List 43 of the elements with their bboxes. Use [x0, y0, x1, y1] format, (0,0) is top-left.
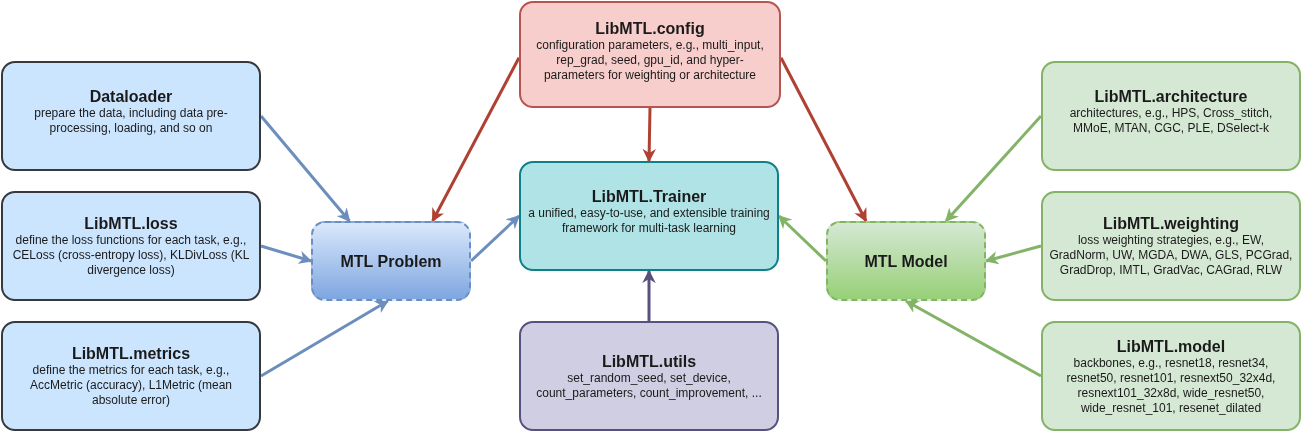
- arrow: [259, 115, 351, 223]
- card-box: [1, 191, 261, 301]
- node-description: prepare the data, including data pre-processing, loading, and so on: [33, 105, 229, 136]
- group-box: [311, 221, 471, 301]
- card-box: [1041, 191, 1301, 301]
- node-title: LibMTL.architecture: [1094, 86, 1248, 106]
- card-box: [1, 61, 261, 171]
- node-title: MTL Problem: [340, 251, 442, 271]
- arrow: [260, 244, 313, 264]
- arrow: [779, 57, 868, 223]
- arrow: [777, 214, 828, 263]
- card-box: [1041, 321, 1301, 431]
- node-description: architectures, e.g., HPS, Cross_stitch, MMoE, MTAN, CGC, PLE, DSelect-k: [1068, 105, 1274, 136]
- node-description: loss weighting strategies, e.g., EW, GradNorm, UW, MGDA, DWA, GLS, PCGrad, GradDrop, IMTL, GradVac, CAGrad, RLW: [1049, 233, 1293, 278]
- group-box: [826, 221, 986, 301]
- arrow: [469, 214, 521, 263]
- node-title: LibMTL.loss: [84, 214, 178, 233]
- node-description: define the loss functions for each task, e.g., CELoss (cross-entropy loss), KLDivLoss (KL divergence loss): [11, 233, 251, 278]
- node-title: LibMTL.utils: [601, 351, 697, 371]
- node-description: configuration parameters, e.g., multi_input, rep_grad, seed, gpu_id, and hyper-parameters for weighting or architecture: [535, 37, 765, 83]
- node-title: LibMTL.Trainer: [591, 186, 707, 206]
- arrow: [944, 115, 1043, 222]
- node-description: backbones, e.g., resnet18, resnet34, resnet50, resnet101, resnext50_32x4d, resnext101_32x8d, wide_resnet50, wide_resnet_101, resenet_dilated: [1065, 355, 1277, 416]
- arrow: [642, 107, 656, 163]
- node-description: set_random_seed, set_device, count_parameters, count_improvement, ...: [535, 370, 763, 401]
- node-title: LibMTL.weighting: [1103, 214, 1239, 233]
- node-description: define the metrics for each task, e.g., AccMetric (accuracy), L1Metric (mean absolute error): [28, 363, 233, 408]
- arrow: [984, 244, 1042, 265]
- arrow: [260, 299, 389, 378]
- node-title: MTL Model: [864, 251, 948, 271]
- node-title: LibMTL.metrics: [71, 344, 191, 363]
- node-description: a unified, easy-to-use, and extensible training framework for multi-task learning: [527, 205, 771, 236]
- card-box: [1041, 61, 1301, 171]
- arrow: [431, 57, 521, 223]
- node-title: LibMTL.model: [1116, 336, 1226, 356]
- arrow: [642, 269, 656, 321]
- card-box: [519, 321, 779, 431]
- card-box: [519, 161, 779, 271]
- node-title: Dataloader: [89, 86, 173, 106]
- card-box: [519, 1, 781, 108]
- card-box: [1, 321, 261, 431]
- node-title: LibMTL.config: [595, 18, 705, 38]
- arrow: [904, 299, 1042, 378]
